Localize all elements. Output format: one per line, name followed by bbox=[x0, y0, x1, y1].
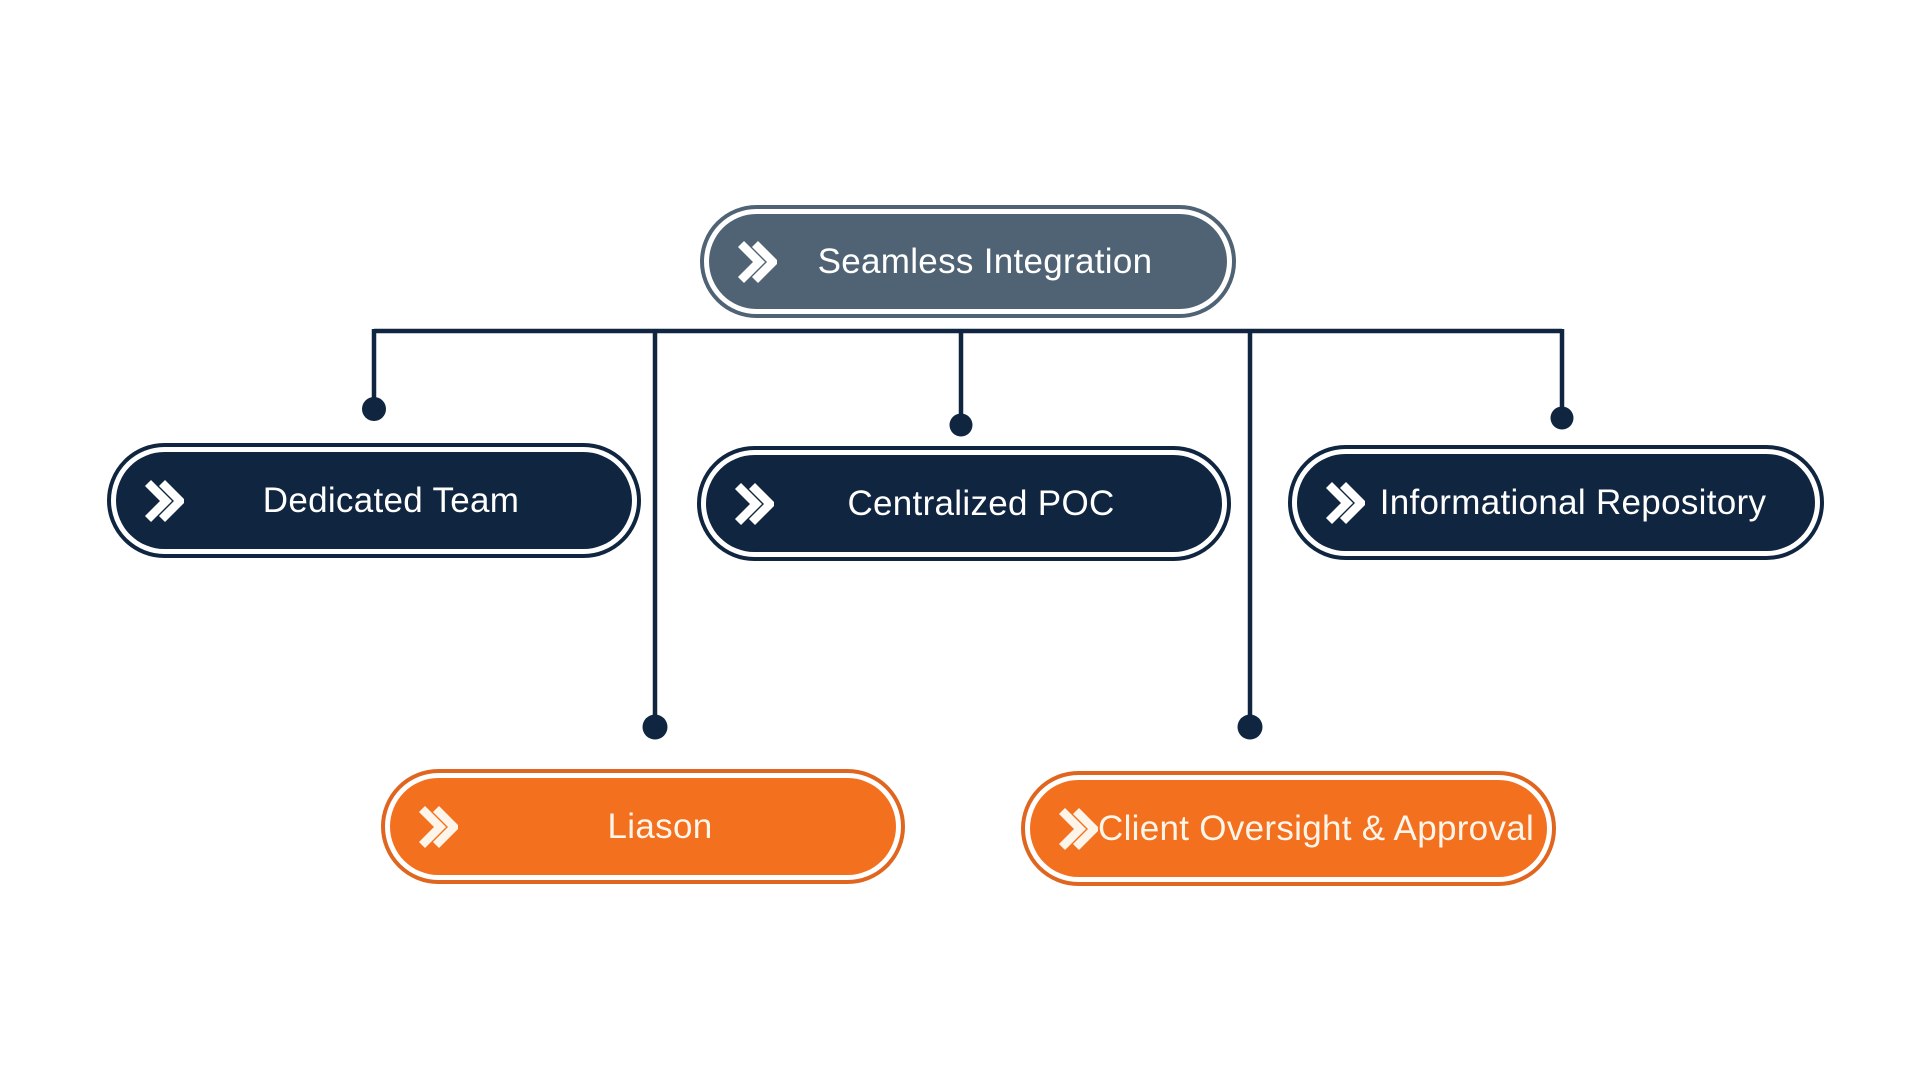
node-pill: Liason bbox=[390, 778, 896, 875]
node-label: Seamless Integration bbox=[817, 242, 1153, 281]
node-pill: Client Oversight & Approval bbox=[1030, 780, 1547, 877]
node-pill: Centralized POC bbox=[706, 455, 1222, 552]
connector-dot bbox=[1550, 406, 1574, 430]
node-pill: Dedicated Team bbox=[116, 452, 632, 549]
node-centralized-poc: Centralized POC bbox=[697, 446, 1231, 561]
node-label: Liason bbox=[607, 807, 713, 846]
node-informational-repository: Informational Repository bbox=[1288, 445, 1824, 560]
node-seamless-integration: Seamless Integration bbox=[700, 205, 1236, 318]
node-label: Informational Repository bbox=[1379, 483, 1767, 522]
node-pill: Informational Repository bbox=[1297, 454, 1815, 551]
double-chevron-right-icon bbox=[734, 482, 774, 526]
connector-dot bbox=[1237, 714, 1263, 740]
node-label: Client Oversight & Approval bbox=[1098, 809, 1535, 848]
connector-dot bbox=[949, 413, 973, 437]
node-client-oversight-approval: Client Oversight & Approval bbox=[1021, 771, 1556, 886]
node-pill: Seamless Integration bbox=[709, 214, 1227, 309]
node-liason: Liason bbox=[381, 769, 905, 884]
node-label: Centralized POC bbox=[847, 484, 1115, 523]
double-chevron-right-icon bbox=[144, 479, 184, 523]
double-chevron-right-icon bbox=[737, 240, 777, 284]
double-chevron-right-icon bbox=[418, 805, 458, 849]
connector-dot bbox=[642, 714, 668, 740]
connector-dot bbox=[362, 397, 386, 421]
node-dedicated-team: Dedicated Team bbox=[107, 443, 641, 558]
node-label: Dedicated Team bbox=[262, 481, 520, 520]
double-chevron-right-icon bbox=[1058, 807, 1098, 851]
double-chevron-right-icon bbox=[1325, 481, 1365, 525]
